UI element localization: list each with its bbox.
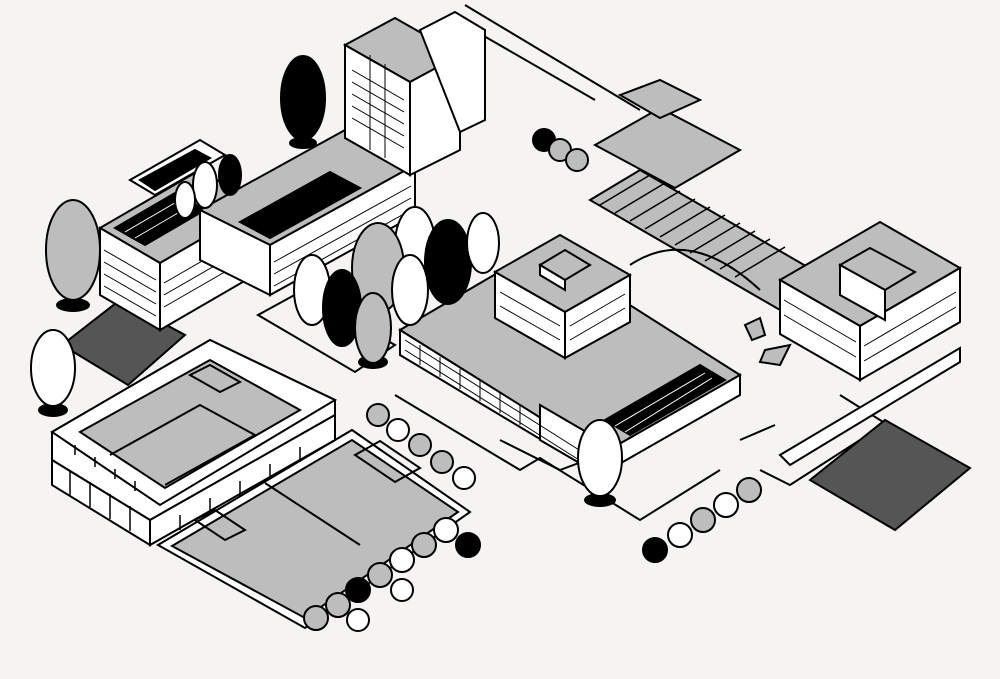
tree-light	[193, 162, 217, 208]
tree-row-top	[533, 129, 588, 171]
central-building	[400, 235, 740, 475]
tree-light	[31, 330, 75, 416]
dark-plaza-right	[810, 420, 970, 530]
trees	[31, 56, 761, 631]
tree-row-field	[304, 518, 480, 631]
tree-row-courtyard	[367, 404, 475, 489]
tree-light	[175, 182, 195, 218]
tree-row-south	[643, 478, 761, 562]
tree-cluster	[294, 207, 499, 368]
tower-building	[345, 12, 485, 175]
tree-gray	[46, 200, 100, 311]
tree-dark	[219, 155, 241, 195]
sports-field	[158, 430, 470, 628]
courtyard-building	[52, 340, 335, 545]
tree-light	[578, 420, 622, 506]
tree-dark	[281, 56, 325, 148]
east-building	[590, 80, 960, 465]
